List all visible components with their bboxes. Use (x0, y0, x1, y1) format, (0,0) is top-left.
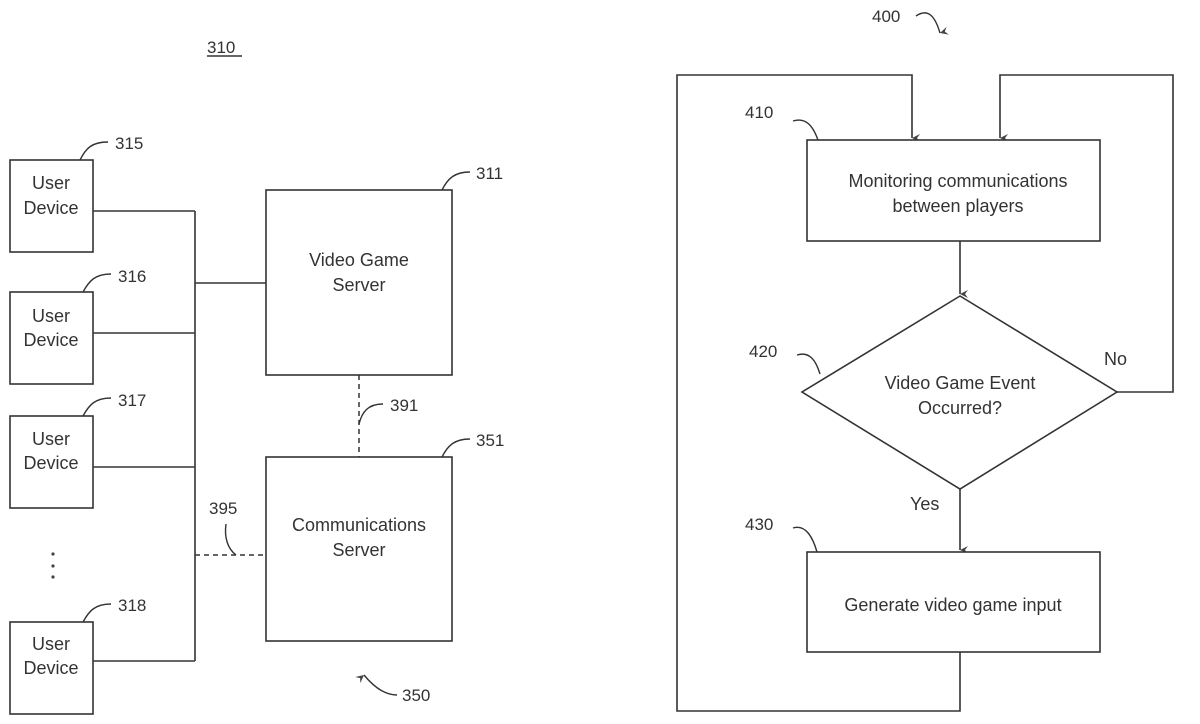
ref-leader (83, 274, 111, 292)
ref-leader (359, 404, 383, 424)
video-game-server-311: Video Game Server 311 (195, 164, 503, 375)
ref-number-430: 430 (745, 515, 773, 534)
figure-label-310: 310 (207, 38, 235, 57)
ref-number-350: 350 (402, 686, 430, 705)
user-device-label-line2: Device (23, 330, 78, 350)
ellipsis-dot (51, 552, 54, 555)
decision-label-line2: Occurred? (918, 398, 1002, 418)
more-devices-ellipsis (51, 552, 54, 578)
communications-server-351: Communications Server 351 (266, 431, 504, 641)
communications-server-label-line1: Communications (292, 515, 426, 535)
ref-leader (442, 172, 470, 190)
user-device-label-line1: User (32, 429, 70, 449)
generate-input-step-label: Generate video game input (844, 595, 1061, 615)
ref-number-311: 311 (476, 164, 503, 183)
user-device-316: User Device 316 (10, 267, 195, 384)
ref-leader (797, 354, 820, 374)
ref-number-395: 395 (209, 499, 237, 518)
figure-ref-arrow (916, 13, 940, 33)
branch-label-yes: Yes (910, 494, 939, 514)
ref-leader (80, 142, 108, 160)
communications-server-label-line2: Server (332, 540, 385, 560)
decision-420: Video Game Event Occurred? 420 No Yes (749, 296, 1127, 514)
link-395: 395 (195, 499, 266, 555)
user-device-318: User Device 318 (10, 596, 195, 714)
ref-number-391: 391 (390, 396, 418, 415)
user-device-315: User Device 315 (10, 134, 195, 252)
monitoring-step-label-line1: Monitoring communications (848, 171, 1067, 191)
user-device-label-line2: Device (23, 453, 78, 473)
video-game-server-label-line1: Video Game (309, 250, 409, 270)
link-391: 391 (359, 375, 418, 457)
ellipsis-dot (51, 575, 54, 578)
ref-leader (225, 524, 236, 555)
ref-number-315: 315 (115, 134, 143, 153)
monitoring-step-label-line2: between players (892, 196, 1023, 216)
ref-number-420: 420 (749, 342, 777, 361)
system-ref-arrow (364, 675, 397, 695)
ref-number-410: 410 (745, 103, 773, 122)
ref-number-318: 318 (118, 596, 146, 615)
user-device-label-line1: User (32, 173, 70, 193)
figure-label-400: 400 (872, 7, 900, 26)
figure-310: 310 User Device 315 User Device 316 User… (10, 38, 504, 714)
ellipsis-dot (51, 564, 54, 567)
user-device-label-line1: User (32, 306, 70, 326)
ref-leader (83, 398, 111, 416)
ref-number-351: 351 (476, 431, 504, 450)
video-game-server-label-line2: Server (332, 275, 385, 295)
ref-leader (442, 439, 470, 457)
ref-leader (793, 120, 818, 140)
user-device-label-line1: User (32, 634, 70, 654)
ref-leader (793, 527, 817, 552)
ref-leader (83, 604, 111, 622)
branch-label-no: No (1104, 349, 1127, 369)
user-device-317: User Device 317 (10, 391, 195, 508)
figure-400: 400 Monitoring communications between pl… (677, 7, 1173, 711)
ref-number-316: 316 (118, 267, 146, 286)
step-430: Generate video game input 430 (745, 515, 1100, 652)
system-ref-350: 350 (364, 675, 430, 705)
ref-number-317: 317 (118, 391, 146, 410)
decision-label-line1: Video Game Event (885, 373, 1036, 393)
user-device-label-line2: Device (23, 658, 78, 678)
step-410: Monitoring communications between player… (745, 103, 1100, 241)
user-device-label-line2: Device (23, 198, 78, 218)
